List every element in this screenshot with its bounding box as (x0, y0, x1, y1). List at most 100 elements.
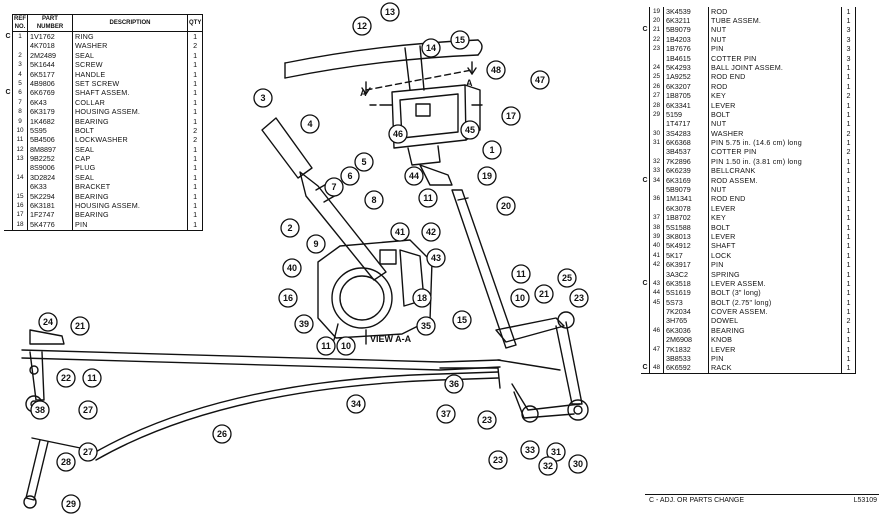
cell-pn: 6K3341 (663, 101, 709, 111)
cell-pn: 5B9079 (663, 26, 709, 36)
cell-ref (649, 204, 664, 214)
cell-mark (641, 101, 650, 110)
cell-qty: 1 (841, 223, 856, 233)
cell-mark (4, 117, 13, 126)
callout-number: 24 (43, 317, 53, 327)
cell-desc: WASHER (72, 42, 188, 52)
header-part: PART NUMBER (27, 13, 73, 33)
cell-qty: 2 (186, 136, 204, 146)
callout-number: 15 (455, 35, 465, 45)
callout-15: 15 (452, 310, 472, 330)
cell-desc: LOCKWASHER (72, 136, 188, 146)
callout-circle (380, 2, 400, 22)
callout-circle (450, 30, 470, 50)
cell-qty: 1 (841, 204, 856, 214)
cell-qty: 3 (841, 26, 856, 36)
column-tube (419, 164, 517, 349)
cell-ref: 34 (649, 176, 664, 186)
callout-circle (421, 222, 441, 242)
callout-number: 27 (83, 405, 93, 415)
callout-number: 44 (409, 171, 419, 181)
callout-number: 26 (217, 429, 227, 439)
cell-ref (649, 316, 664, 327)
callout-43: 43 (426, 248, 446, 268)
callout-1: 1 (482, 140, 502, 160)
cell-qty: 1 (841, 157, 856, 167)
callout-41: 41 (390, 222, 410, 242)
cell-qty: 2 (841, 91, 856, 101)
cell-mark (641, 345, 650, 354)
header-desc: DESCRIPTION (72, 13, 188, 33)
table-footer: C - ADJ. OR PARTS CHANGE L53109 (645, 494, 879, 504)
callout-circle (346, 394, 366, 414)
callout-group: 1234567891010111111111213141515161718192… (30, 2, 589, 514)
cell-qty: 1 (841, 16, 856, 26)
callout-circle (354, 152, 374, 172)
cell-desc: RACK (708, 363, 842, 375)
left-linkage (23, 329, 91, 509)
cell-mark (641, 354, 650, 363)
cell-ref: 14 (12, 173, 28, 183)
cell-pn: 1T4717 (663, 120, 709, 130)
callout-number: 38 (35, 405, 45, 415)
cell-ref: 27 (649, 91, 664, 101)
callout-32: 32 (538, 456, 558, 476)
cell-qty: 2 (841, 129, 856, 139)
cell-desc: KEY (708, 213, 842, 223)
cell-mark (641, 232, 650, 241)
cell-mark (641, 204, 650, 213)
cell-mark (641, 73, 650, 82)
cell-mark: C (5, 89, 11, 97)
callout-circle (460, 120, 480, 140)
cell-pn: 5K17 (663, 251, 709, 261)
callout-number: 29 (66, 499, 76, 509)
cell-mark: C (5, 32, 11, 40)
cell-mark (641, 223, 650, 232)
callout-23: 23 (569, 288, 589, 308)
cell-pn: 6K6368 (663, 138, 709, 148)
cell-desc: SET SCREW (72, 79, 188, 89)
callout-25: 25 (557, 268, 577, 288)
cell-ref (649, 269, 664, 280)
callout-number: 11 (321, 341, 331, 351)
cell-pn: 6K3078 (663, 204, 709, 214)
cell-mark (4, 201, 13, 210)
callout-number: 10 (515, 293, 525, 303)
callout-number: 18 (417, 293, 427, 303)
cell-desc: COLLAR (72, 98, 188, 108)
cell-qty: 1 (186, 98, 204, 108)
section-mark-left: A (360, 88, 367, 98)
cell-ref: 6 (12, 88, 28, 99)
callout-10: 10 (510, 288, 530, 308)
cell-ref: 8 (12, 107, 28, 117)
callout-number: 25 (562, 273, 572, 283)
callout-number: 13 (385, 7, 395, 17)
cell-qty: 1 (186, 164, 204, 174)
cell-ref: 44 (649, 288, 664, 299)
cell-desc: PIN 5.75 in. (14.6 cm) long (708, 138, 842, 148)
cell-mark (4, 145, 13, 154)
cell-mark (641, 242, 650, 251)
cell-desc: TUBE ASSEM. (708, 16, 842, 26)
callout-number: 28 (61, 457, 71, 467)
cell-desc: ROD (708, 82, 842, 92)
cell-mark (641, 185, 650, 194)
cell-desc: COTTER PIN (708, 148, 842, 158)
cell-pn: 5159 (663, 110, 709, 120)
cell-qty: 1 (841, 289, 856, 299)
cell-ref: 1 (12, 31, 28, 42)
cell-pn: 5K1644 (27, 60, 73, 70)
cell-ref: 2 (12, 51, 28, 61)
cell-ref: 24 (649, 63, 664, 73)
cell-desc: LEVER (708, 204, 842, 214)
cell-qty: 1 (841, 7, 856, 17)
callout-34: 34 (346, 394, 366, 414)
cell-qty: 1 (841, 195, 856, 205)
cell-desc: PLUG (72, 164, 188, 174)
